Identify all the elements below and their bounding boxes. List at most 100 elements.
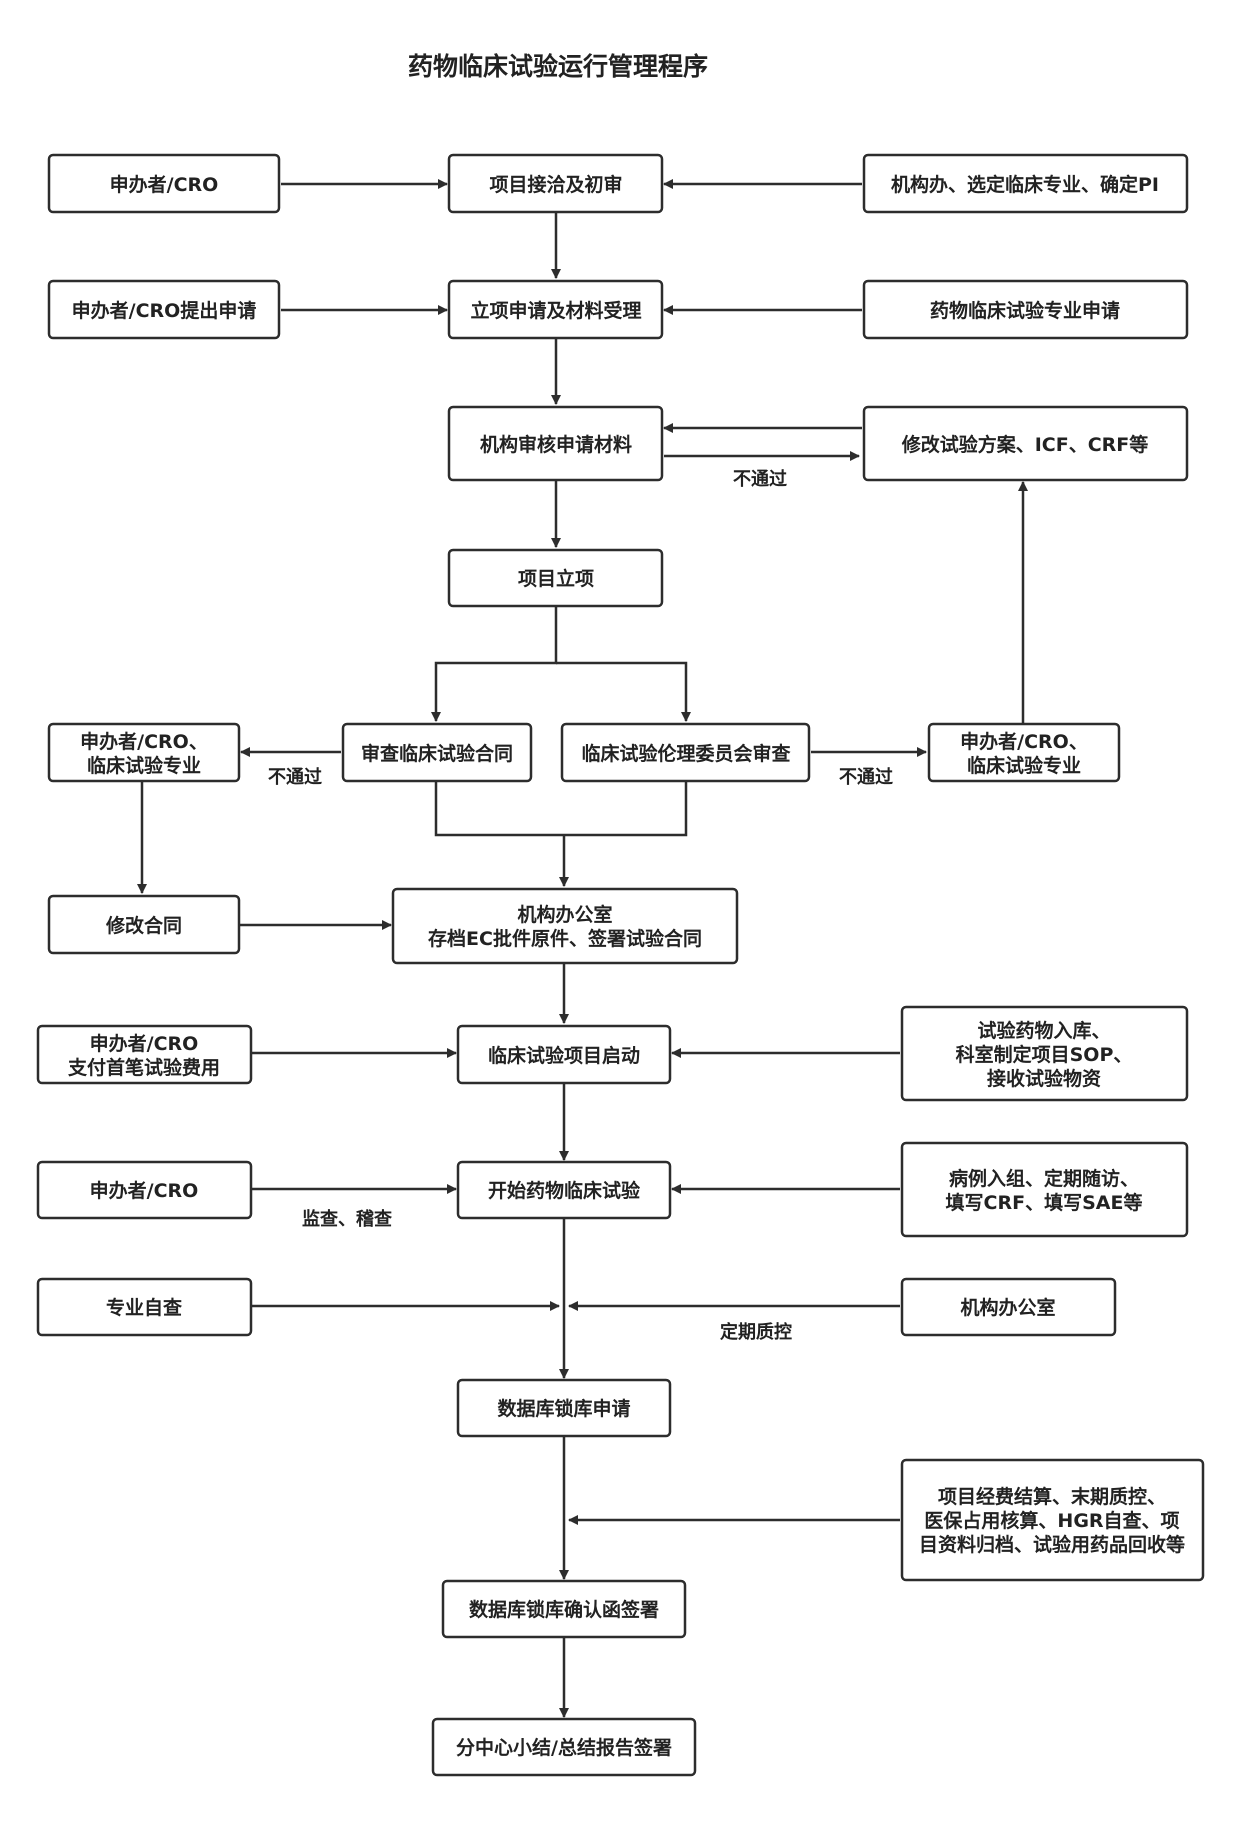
page-title: 药物临床试验运行管理程序 xyxy=(408,52,708,81)
node-label-line: 数据库锁库确认函签署 xyxy=(469,1598,659,1621)
node-label-line: 目资料归档、试验用药品回收等 xyxy=(919,1533,1185,1556)
node-apply-materials: 立项申请及材料受理 xyxy=(447,279,664,340)
node-begin-trial: 开始药物临床试验 xyxy=(456,1160,672,1220)
node-label-line: 申办者/CRO xyxy=(90,1032,199,1055)
node-drug-storage-label: 试验药物入库、科室制定项目SOP、接收试验物资 xyxy=(956,1019,1133,1090)
node-drug-storage: 试验药物入库、科室制定项目SOP、接收试验物资 xyxy=(900,1005,1189,1102)
node-label-line: 修改合同 xyxy=(105,914,182,937)
node-label-line: 填写CRF、填写SAE等 xyxy=(946,1191,1143,1214)
node-label-line: 机构办公室 xyxy=(960,1296,1055,1319)
node-review-materials-label: 机构审核申请材料 xyxy=(480,433,632,456)
node-summary-report-label: 分中心小结/总结报告签署 xyxy=(456,1736,672,1759)
node-office-qc-label: 机构办公室 xyxy=(960,1296,1055,1319)
node-db-lock-confirm-label: 数据库锁库确认函签署 xyxy=(469,1598,659,1621)
node-db-lock-apply-label: 数据库锁库申请 xyxy=(497,1397,630,1420)
node-label-line: 医保占用核算、HGR自查、项 xyxy=(924,1509,1179,1532)
node-settlement-label: 项目经费结算、末期质控、医保占用核算、HGR自查、项目资料归档、试验用药品回收等 xyxy=(919,1485,1185,1556)
edge-label-not-pass: 不通过 xyxy=(733,468,787,490)
node-right-sponsor-specialty-label: 申办者/CRO、临床试验专业 xyxy=(960,730,1088,777)
node-modify-contract: 修改合同 xyxy=(47,894,241,955)
node-institution-select-label: 机构办、选定临床专业、确定PI xyxy=(891,173,1159,196)
edge-reviews-merge xyxy=(434,781,688,837)
node-label-line: 申办者/CRO xyxy=(90,1179,199,1202)
node-project-approval: 项目立项 xyxy=(447,548,664,608)
edge-approval-split-right xyxy=(556,661,691,722)
node-db-lock-confirm: 数据库锁库确认函签署 xyxy=(441,1579,687,1639)
node-label-line: 专业自查 xyxy=(106,1296,183,1319)
node-label-line: 立项申请及材料受理 xyxy=(470,299,641,322)
edge-label-regular-qc: 定期质控 xyxy=(720,1321,792,1343)
node-begin-trial-label: 开始药物临床试验 xyxy=(488,1179,641,1202)
node-trial-start-label: 临床试验项目启动 xyxy=(488,1044,640,1067)
node-sponsor-apply-label: 申办者/CRO提出申请 xyxy=(72,299,257,322)
node-case-enroll-label: 病例入组、定期随访、填写CRF、填写SAE等 xyxy=(946,1167,1143,1214)
edge-label-monitoring: 监查、稽查 xyxy=(302,1208,392,1230)
node-label-line: 申办者/CRO xyxy=(110,173,219,196)
node-contract-review-label: 审查临床试验合同 xyxy=(361,742,513,765)
node-office-qc: 机构办公室 xyxy=(900,1277,1117,1337)
node-label-line: 机构办、选定临床专业、确定PI xyxy=(891,173,1159,196)
node-apply-materials-label: 立项申请及材料受理 xyxy=(470,299,641,322)
edge-label-not-pass-right: 不通过 xyxy=(839,766,893,788)
node-modify-protocol-label: 修改试验方案、ICF、CRF等 xyxy=(901,433,1149,456)
node-modify-contract-label: 修改合同 xyxy=(105,914,182,937)
edge-label-not-pass-left: 不通过 xyxy=(268,766,322,788)
node-project-approval-label: 项目立项 xyxy=(518,567,594,590)
node-sponsor-cro: 申办者/CRO xyxy=(47,153,281,214)
node-settlement: 项目经费结算、末期质控、医保占用核算、HGR自查、项目资料归档、试验用药品回收等 xyxy=(900,1458,1205,1582)
node-label-line: 接收试验物资 xyxy=(987,1067,1101,1090)
node-contract-review: 审查临床试验合同 xyxy=(341,722,533,783)
node-label-line: 开始药物临床试验 xyxy=(488,1179,641,1202)
node-project-review: 项目接洽及初审 xyxy=(447,153,664,214)
node-modify-protocol: 修改试验方案、ICF、CRF等 xyxy=(862,405,1189,482)
node-office-archive: 机构办公室存档EC批件原件、签署试验合同 xyxy=(391,887,739,965)
node-label-line: 机构审核申请材料 xyxy=(480,433,632,456)
node-label-line: 审查临床试验合同 xyxy=(361,742,513,765)
node-ethics-review: 临床试验伦理委员会审查 xyxy=(560,722,811,783)
node-specialty-apply-label: 药物临床试验专业申请 xyxy=(930,299,1120,322)
node-label-line: 申办者/CRO提出申请 xyxy=(72,299,257,322)
node-trial-start: 临床试验项目启动 xyxy=(456,1024,672,1085)
node-label-line: 临床试验项目启动 xyxy=(488,1044,640,1067)
node-sponsor-cro-2: 申办者/CRO xyxy=(36,1160,253,1220)
node-label-line: 临床试验专业 xyxy=(967,754,1081,777)
node-summary-report: 分中心小结/总结报告签署 xyxy=(431,1717,697,1777)
node-ethics-review-label: 临床试验伦理委员会审查 xyxy=(581,742,791,765)
node-left-sponsor-specialty-label: 申办者/CRO、临床试验专业 xyxy=(80,730,208,777)
node-specialty-apply: 药物临床试验专业申请 xyxy=(862,279,1189,340)
node-label-line: 申办者/CRO、 xyxy=(80,730,208,753)
node-label-line: 项目经费结算、末期质控、 xyxy=(938,1485,1166,1508)
node-label-line: 科室制定项目SOP、 xyxy=(956,1043,1133,1066)
edges xyxy=(137,179,1028,1718)
node-label-line: 存档EC批件原件、签署试验合同 xyxy=(428,927,702,950)
node-label-line: 支付首笔试验费用 xyxy=(67,1056,220,1079)
node-sponsor-cro-2-label: 申办者/CRO xyxy=(90,1179,199,1202)
node-case-enroll: 病例入组、定期随访、填写CRF、填写SAE等 xyxy=(900,1141,1189,1238)
node-label-line: 机构办公室 xyxy=(517,903,612,926)
node-label-line: 分中心小结/总结报告签署 xyxy=(456,1736,672,1759)
node-label-line: 试验药物入库、 xyxy=(977,1019,1110,1042)
node-sponsor-cro-label: 申办者/CRO xyxy=(110,173,219,196)
node-self-check-label: 专业自查 xyxy=(106,1296,183,1319)
node-right-sponsor-specialty: 申办者/CRO、临床试验专业 xyxy=(927,722,1121,783)
node-sponsor-apply: 申办者/CRO提出申请 xyxy=(47,279,281,340)
node-review-materials: 机构审核申请材料 xyxy=(447,405,664,482)
node-label-line: 修改试验方案、ICF、CRF等 xyxy=(901,433,1149,456)
node-label-line: 药物临床试验专业申请 xyxy=(930,299,1120,322)
node-project-review-label: 项目接洽及初审 xyxy=(489,173,622,196)
node-db-lock-apply: 数据库锁库申请 xyxy=(456,1378,672,1438)
node-label-line: 项目立项 xyxy=(518,567,594,590)
node-label-line: 临床试验伦理委员会审查 xyxy=(581,742,791,765)
node-institution-select: 机构办、选定临床专业、确定PI xyxy=(862,153,1189,214)
edge-approval-split xyxy=(431,606,558,722)
node-label-line: 申办者/CRO、 xyxy=(960,730,1088,753)
node-self-check: 专业自查 xyxy=(36,1277,253,1337)
node-label-line: 临床试验专业 xyxy=(87,754,201,777)
node-label-line: 项目接洽及初审 xyxy=(489,173,622,196)
node-left-sponsor-specialty: 申办者/CRO、临床试验专业 xyxy=(47,722,241,783)
node-label-line: 病例入组、定期随访、 xyxy=(949,1167,1139,1190)
node-label-line: 数据库锁库申请 xyxy=(497,1397,630,1420)
